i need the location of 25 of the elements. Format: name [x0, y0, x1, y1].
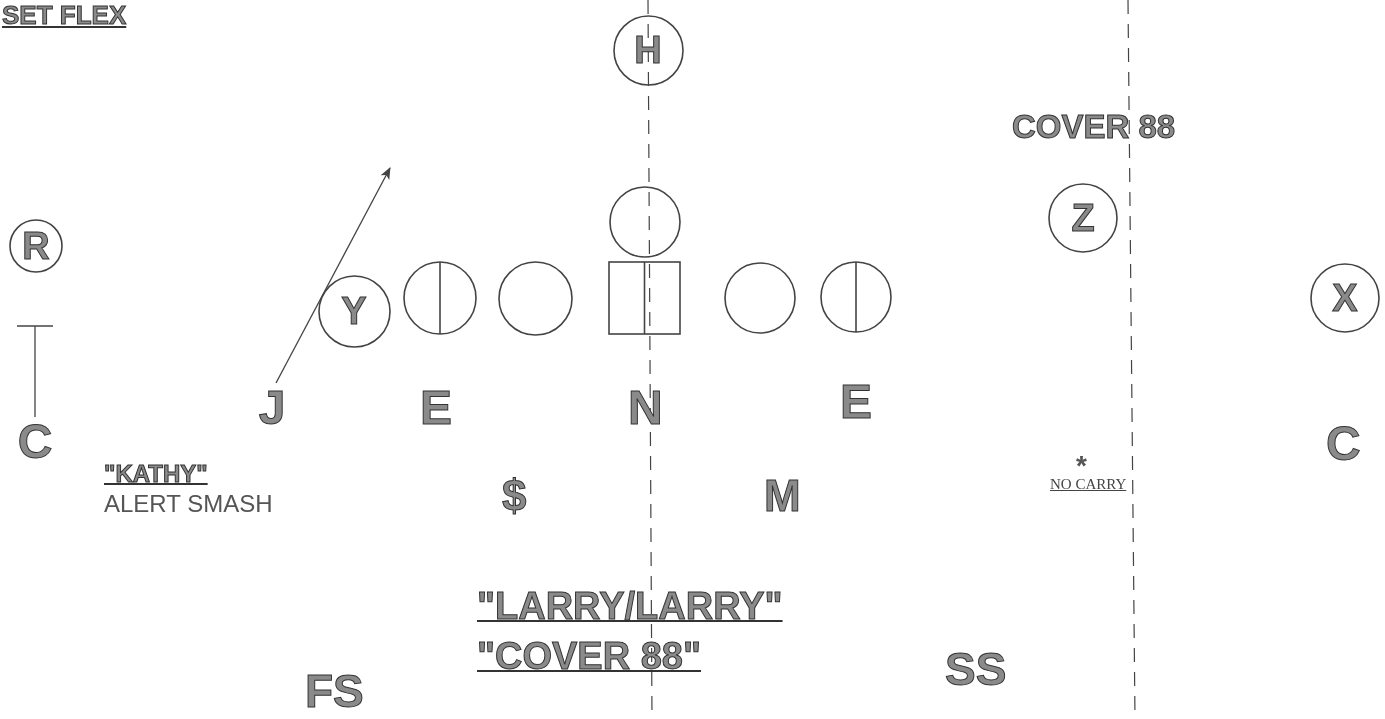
asterisk-mark: * [1076, 452, 1087, 480]
coverage-label: COVER 88 [1012, 110, 1176, 143]
play-title: SET FLEX [2, 2, 127, 28]
call-name: "COVER 88" [477, 637, 701, 675]
block-route-line [16, 325, 54, 418]
call-note: ALERT SMASH [104, 492, 273, 516]
player-letter: H [634, 31, 662, 69]
call-name: "LARRY/LARRY" [477, 587, 783, 625]
player-letter: X [1332, 279, 1358, 317]
defender-letter: M [764, 474, 801, 518]
defender-symbol: $ [502, 474, 527, 518]
defender-letter: SS [945, 646, 1007, 692]
defender-letter: N [628, 384, 663, 432]
note-label: NO CARRY [1050, 477, 1127, 492]
defender-letter: C [1326, 420, 1361, 468]
defender-letter: E [840, 378, 872, 426]
player-letter: Z [1071, 199, 1095, 237]
player-letter: J [258, 384, 286, 432]
call-name: "KATHY" [104, 462, 208, 486]
player-letter: R [22, 227, 50, 265]
player-letter: Y [341, 292, 367, 330]
defender-letter: FS [305, 668, 364, 714]
defender-letter: E [420, 384, 452, 432]
route-arrow [275, 167, 391, 384]
player-letter: C [17, 418, 53, 466]
